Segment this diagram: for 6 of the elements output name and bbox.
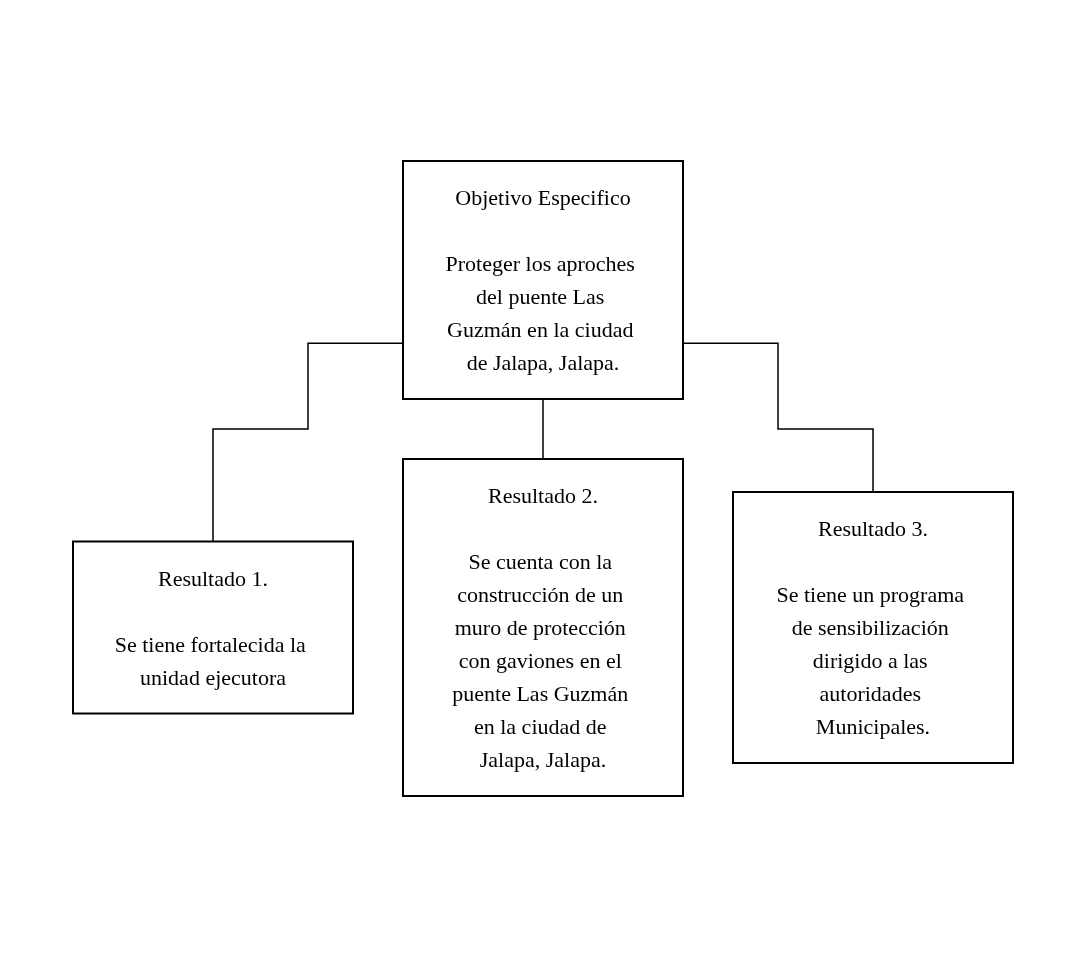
connector: [212, 342, 404, 543]
node-box: Resultado 2. Se cuenta con la construcción de un muro de protección con gaviones en el puente Las Guzmán en la ciudad de Jalapa, Jalapa.: [402, 458, 684, 797]
node-box: Objetivo Especifico Proteger los aproches del puente Las Guzmán en la ciudad de Jalapa, Jalapa.: [402, 160, 684, 400]
node-box: Resultado 3. Se tiene un programa de sensibilización dirigido a las autoridades Municipales.: [732, 491, 1014, 764]
connector: [542, 398, 544, 460]
node-box: Resultado 1. Se tiene fortalecida la unidad ejecutora: [72, 540, 354, 715]
